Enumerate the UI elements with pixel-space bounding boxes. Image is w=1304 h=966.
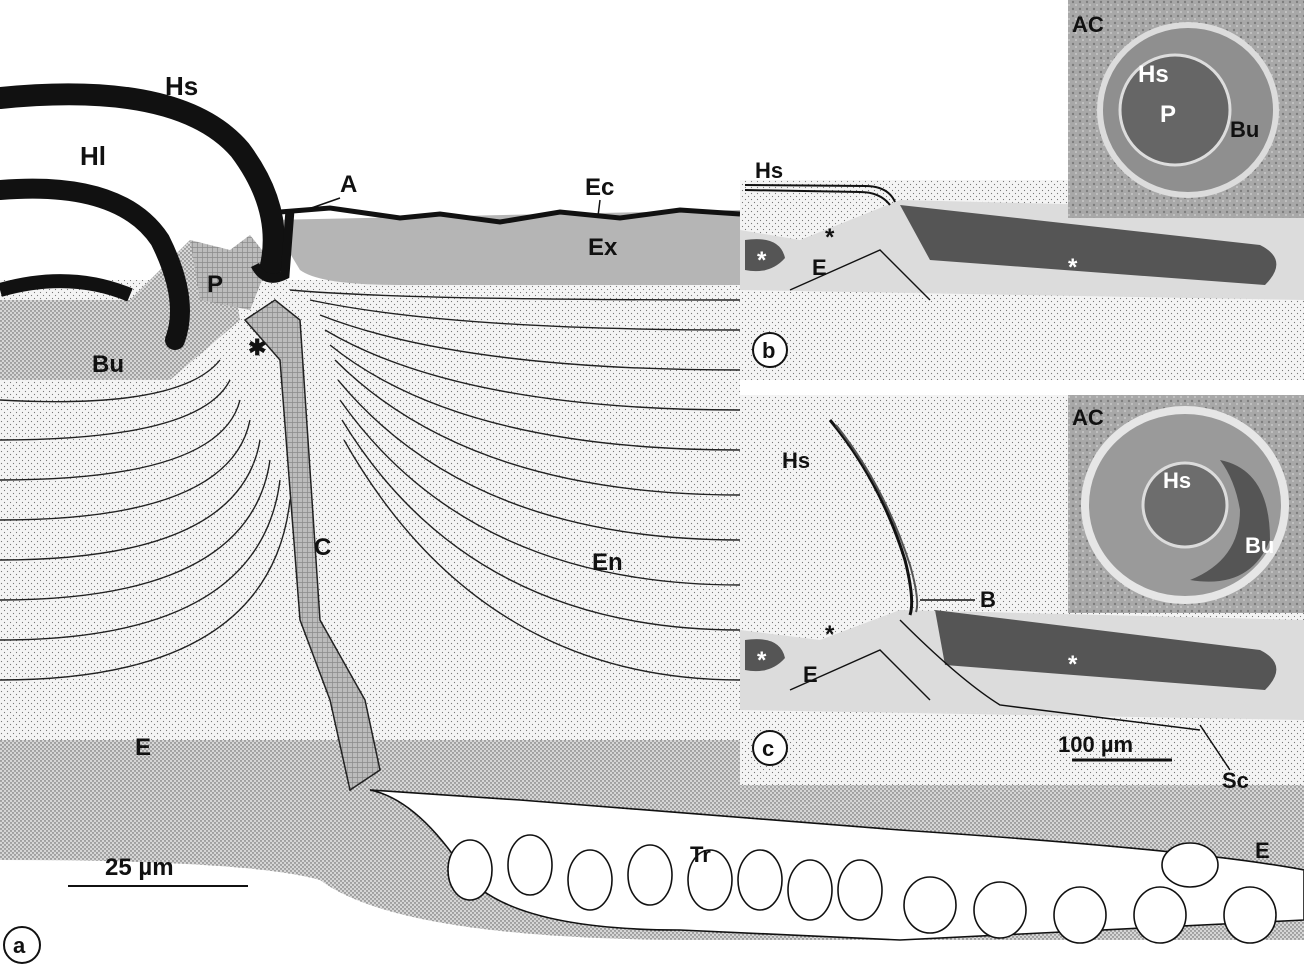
panel-b-inset-bu: Bu [1230, 117, 1259, 142]
label-e2: E [1255, 838, 1270, 863]
panel-c-star3: * [1068, 651, 1078, 678]
label-hl: Hl [80, 141, 106, 171]
panel-c-star1: * [757, 647, 767, 674]
panel-c-inset-ac: AC [1072, 405, 1104, 430]
panel-c-label-sc: Sc [1222, 768, 1249, 793]
label-ex: Ex [588, 234, 618, 261]
panel-c-label-e: E [803, 662, 818, 687]
panel-b-label-hs: Hs [755, 158, 783, 183]
panel-c-inset-hs-label: Hs [1163, 468, 1191, 493]
panel-c-label-hs: Hs [782, 448, 810, 473]
panel-b-inset-ac: AC [1072, 12, 1104, 37]
label-e: E [135, 734, 151, 761]
label-en: En [592, 549, 623, 576]
panel-b-letter: b [762, 338, 775, 363]
scale-bar-a-label: 25 µm [105, 854, 174, 881]
panel-c-inset-bu-label: Bu [1245, 533, 1274, 558]
label-tr: Tr [690, 842, 711, 867]
panel-b-label-e: E [812, 255, 827, 280]
panel-b-star2: * [825, 224, 835, 251]
panel-b-star3: * [1068, 254, 1078, 281]
panel-c-letter: c [762, 736, 774, 761]
panel-b-inset-hs-label: Hs [1138, 61, 1169, 88]
panel-c-star2: * [825, 621, 835, 648]
panel-a-letter: a [13, 933, 26, 958]
panel-c-label-b: B [980, 587, 996, 612]
label-c: C [314, 534, 331, 561]
label-a: A [340, 171, 357, 198]
label-bu: Bu [92, 351, 124, 378]
panel-c: Hs B * * * E Sc 100 µm c AC Hs Bu [740, 395, 1304, 793]
label-p: P [207, 271, 223, 298]
panel-b-inset-p: P [1160, 101, 1176, 128]
label-ec: Ec [585, 174, 614, 201]
label-asterisk: ✱ [248, 335, 266, 360]
scale-bar-c-label: 100 µm [1058, 732, 1133, 757]
panel-b-star1: * [757, 247, 767, 274]
label-hs: Hs [165, 71, 198, 101]
panel-b: Hs * * * E b AC Hs P Bu [740, 0, 1304, 380]
